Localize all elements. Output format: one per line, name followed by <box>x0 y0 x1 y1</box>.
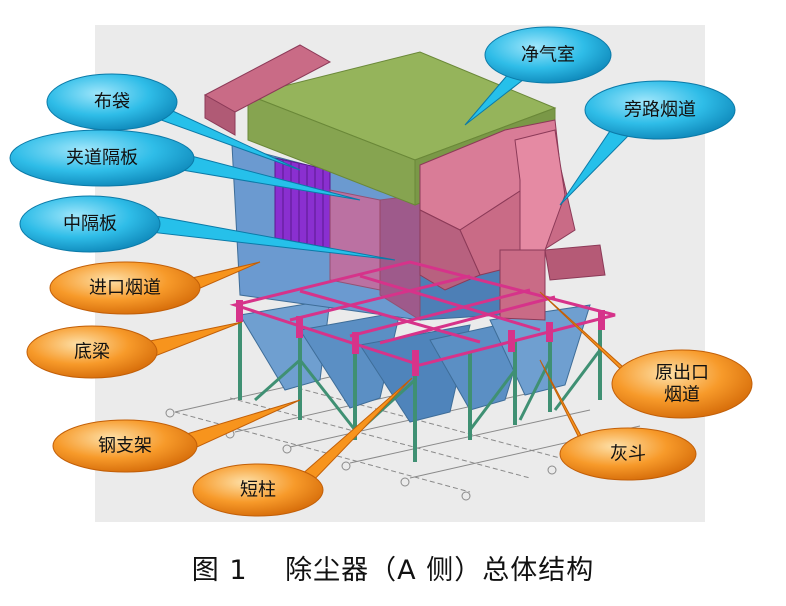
filter-bags <box>274 157 331 249</box>
callout-bubble <box>52 419 198 473</box>
callout-clean-gas-chamber: 净气室 <box>464 26 612 126</box>
figure-caption: 图 1 除尘器（A 侧）总体结构 <box>191 555 595 586</box>
callout-label: 净气室 <box>521 45 575 66</box>
callout-bubble <box>19 195 161 253</box>
callout-inlet-flue: 进口烟道 <box>49 261 261 315</box>
callout-ash-hopper: 灰斗 <box>539 359 697 481</box>
callout-bubble <box>559 427 697 481</box>
top-inlet-duct <box>203 44 332 136</box>
bottom-beam-frame <box>229 260 616 367</box>
callout-label: 底梁 <box>74 342 110 363</box>
callout-label: 烟道 <box>664 385 700 406</box>
callout-label: 进口烟道 <box>89 278 161 299</box>
callout-label: 夹道隔板 <box>66 148 138 169</box>
callout-bubble <box>192 463 324 517</box>
callout-label: 短柱 <box>240 480 276 501</box>
partitions <box>329 189 421 321</box>
callout-label: 旁路烟道 <box>624 100 696 121</box>
callout-label: 原出口 <box>655 363 709 384</box>
callout-label: 钢支架 <box>98 436 152 457</box>
callout-steel-support: 钢支架 <box>52 399 301 473</box>
callout-bubble <box>484 26 612 84</box>
callout-filter-bag: 布袋 <box>46 73 301 171</box>
bypass-flue-duct <box>419 119 606 291</box>
callout-bubble <box>9 129 195 187</box>
short-columns <box>236 300 605 376</box>
callout-short-column: 短柱 <box>192 377 413 517</box>
callout-aisle-partition: 夹道隔板 <box>9 129 361 201</box>
callout-bubble <box>26 325 158 379</box>
callout-bubble <box>49 261 201 315</box>
callout-bottom-beam: 底梁 <box>26 321 243 379</box>
callout-middle-partition: 中隔板 <box>19 195 396 261</box>
callout-bubble <box>611 349 753 419</box>
callout-label: 布袋 <box>94 92 130 113</box>
callouts: 净气室布袋旁路烟道夹道隔板中隔板进口烟道底梁原出口烟道钢支架灰斗短柱 <box>9 26 753 517</box>
callout-bubble <box>584 80 736 140</box>
callout-label: 灰斗 <box>610 444 646 465</box>
callout-label: 中隔板 <box>63 214 117 235</box>
callout-bypass-flue: 旁路烟道 <box>559 80 736 206</box>
